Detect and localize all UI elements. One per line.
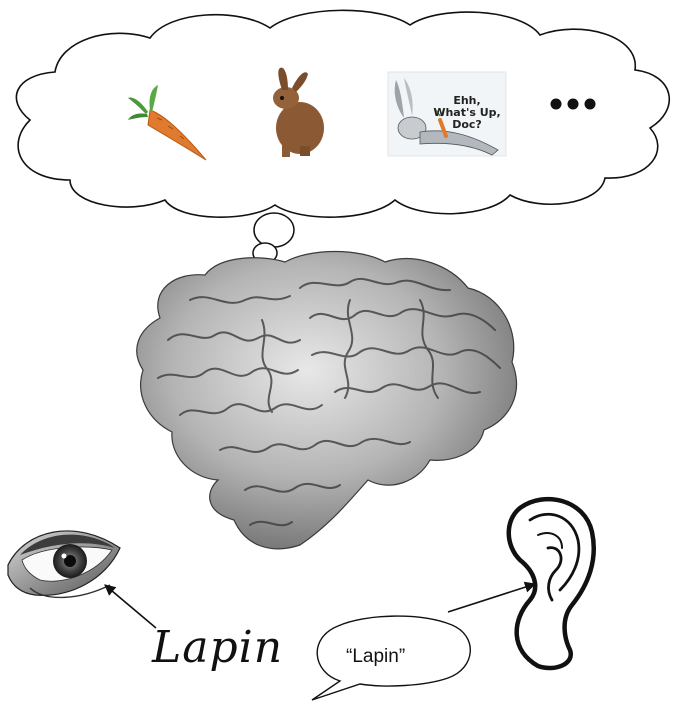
spoken-word: “Lapin” [346, 646, 405, 668]
eye-icon [8, 531, 120, 598]
written-word: Lapin [152, 622, 283, 673]
ellipsis [551, 99, 596, 110]
thought-cloud [16, 10, 669, 274]
brain-illustration [137, 252, 517, 549]
thought-bubble-large [254, 213, 294, 247]
arrow-to-eye [105, 585, 156, 628]
cartoon-caption-line: Doc? [428, 119, 506, 131]
cartoon-caption: Ehh, What's Up, Doc? [428, 95, 506, 131]
ear-icon [509, 499, 594, 668]
